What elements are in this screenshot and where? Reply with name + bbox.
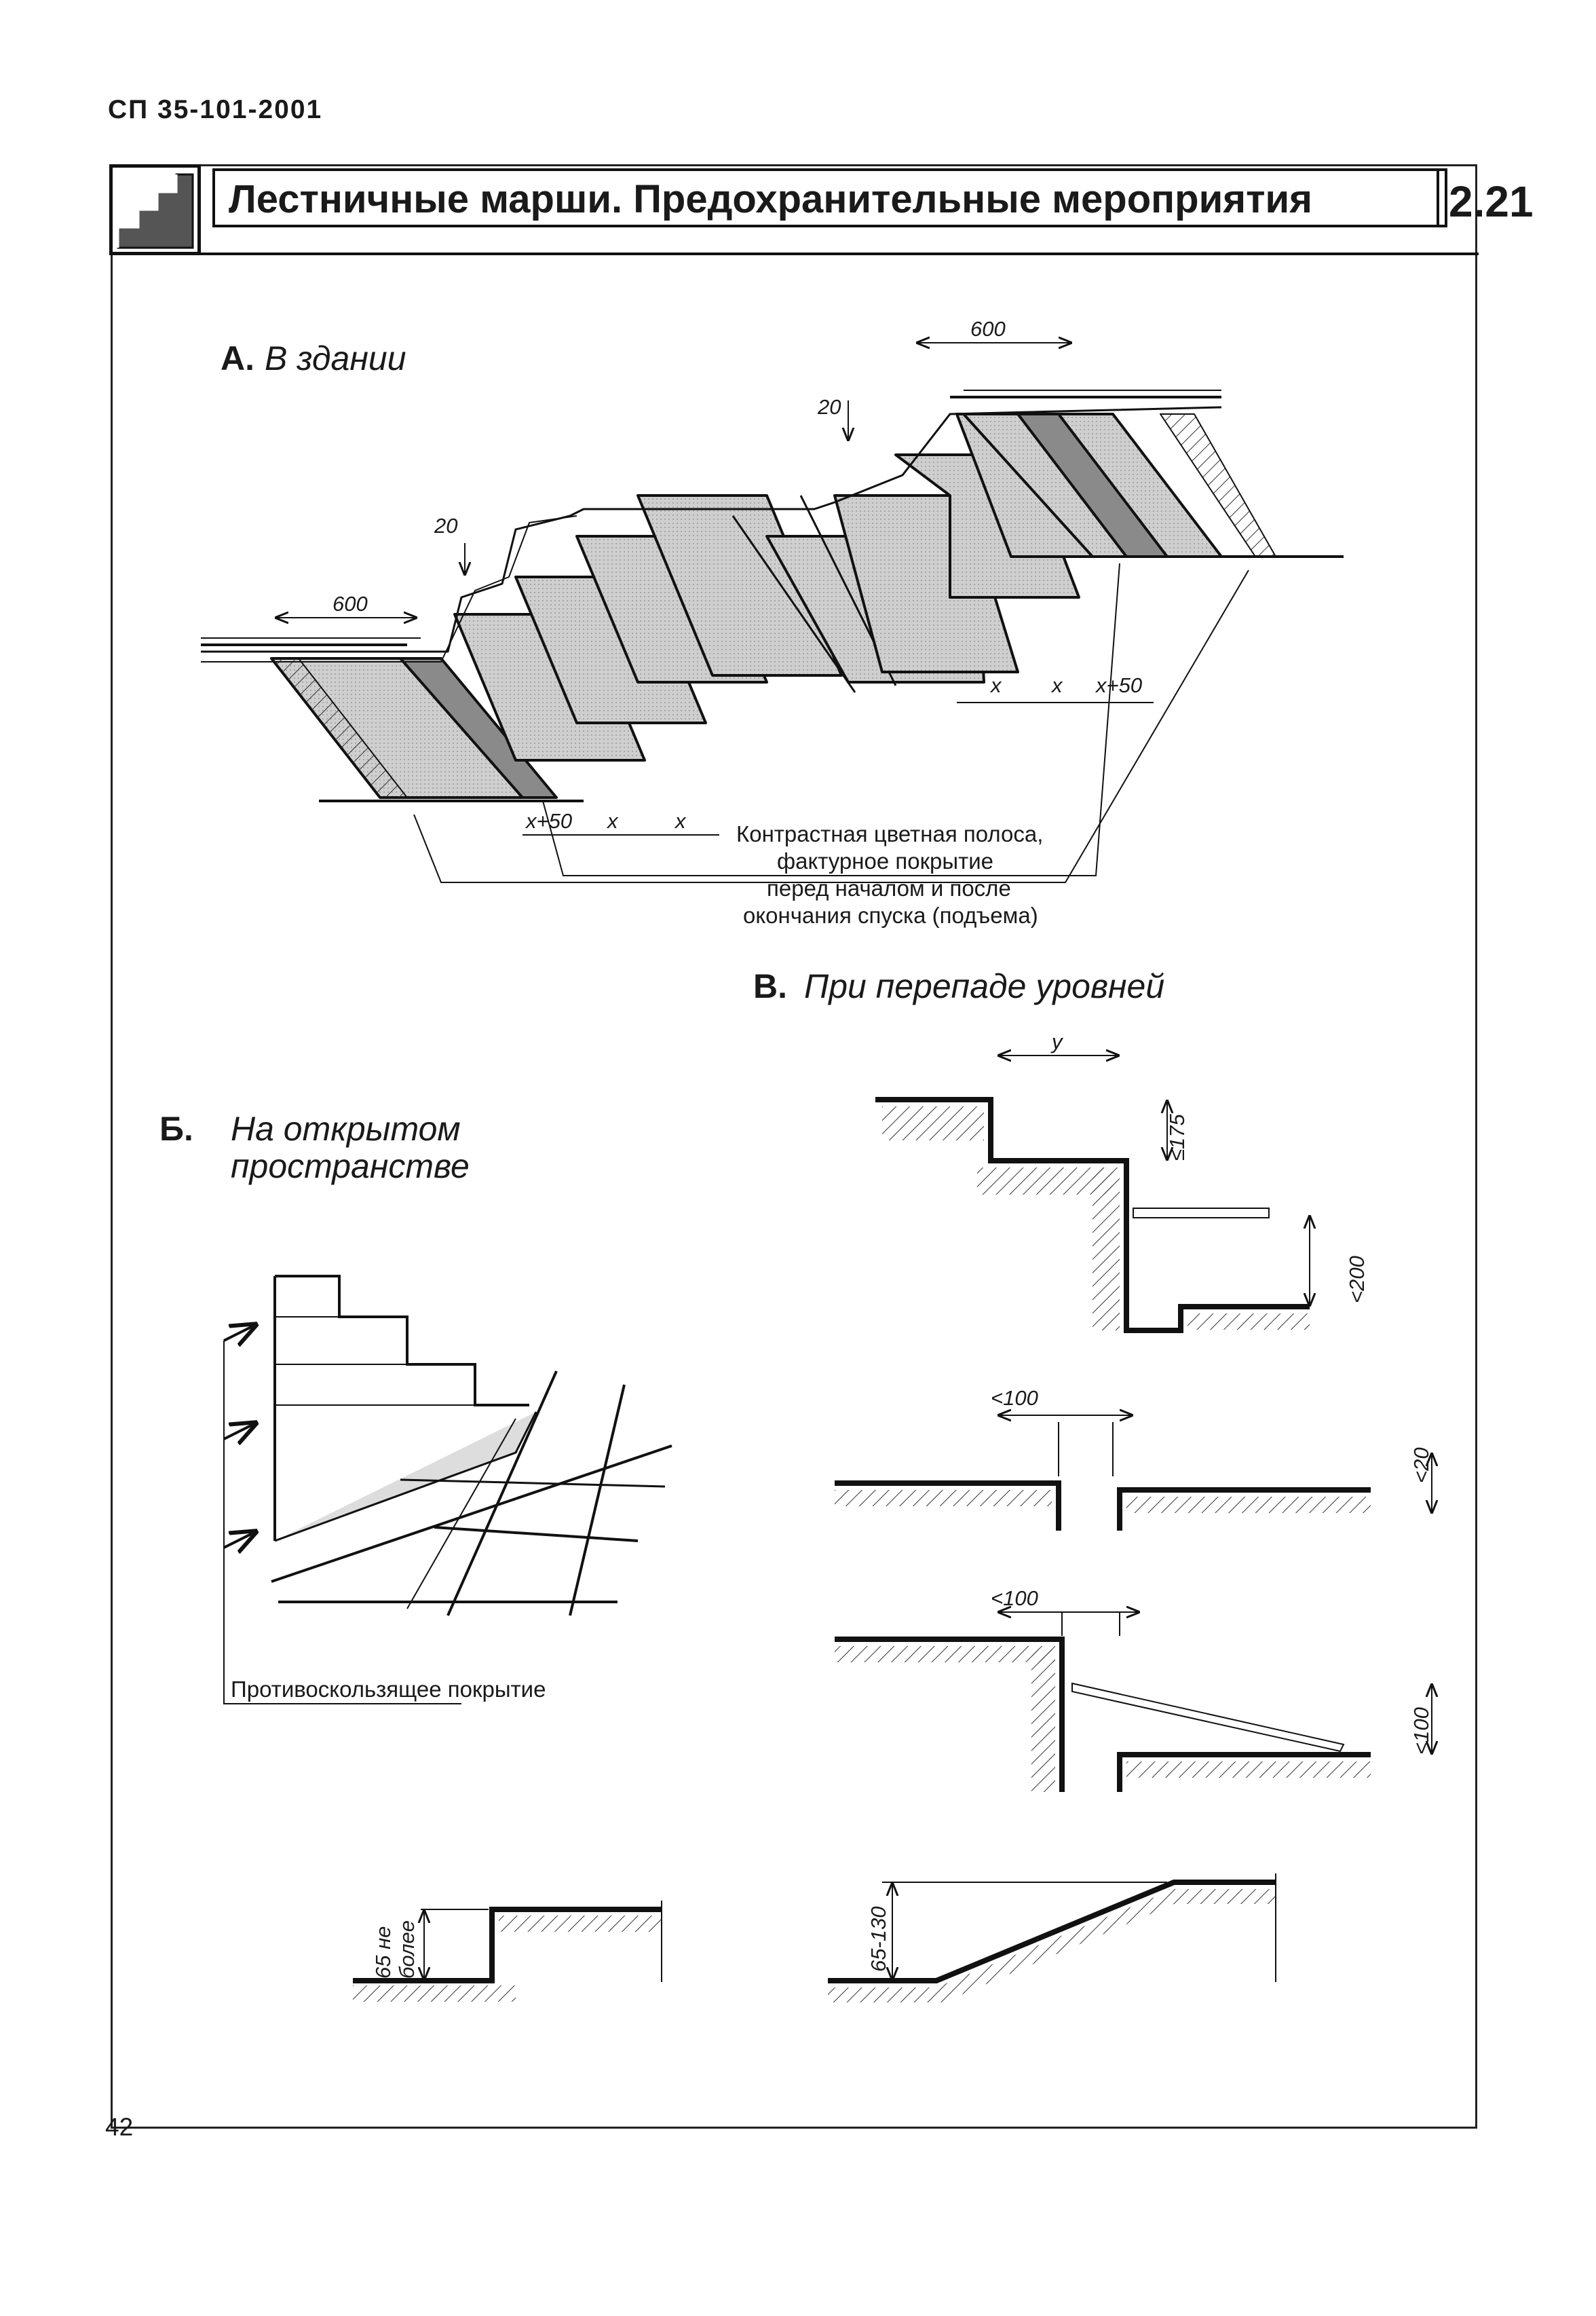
section-b-title: Б. На открытом пространстве bbox=[159, 1110, 470, 1185]
dim-x-lower-1: x bbox=[606, 809, 619, 833]
section-v-letter: В. bbox=[753, 967, 787, 1005]
section-a-dimensions bbox=[275, 343, 1249, 883]
section-b-letter: Б. bbox=[159, 1110, 193, 1148]
dim-200: <200 bbox=[1345, 1256, 1369, 1303]
section-a-caption: В здании bbox=[265, 339, 406, 377]
level-drop-step bbox=[875, 1056, 1310, 1333]
dim-65-max-2: более bbox=[395, 1920, 419, 1979]
section-b-caption-1: На открытом bbox=[231, 1110, 461, 1148]
dim-20-gap: <20 bbox=[1409, 1447, 1433, 1483]
dim-65-max-1: 65 не bbox=[371, 1926, 395, 1979]
dim-100-ramp: <100 bbox=[991, 1586, 1038, 1610]
dim-600-upper: 600 bbox=[970, 317, 1006, 341]
dim-100-gap: <100 bbox=[991, 1386, 1038, 1410]
dim-65-130: 65-130 bbox=[867, 1906, 890, 1972]
dim-100-vertical: <100 bbox=[1409, 1707, 1433, 1755]
page-title: Лестничные марши. Предохранительные меро… bbox=[229, 177, 1312, 221]
section-a-dimension-labels: 600 600 20 20 x+50 x x x x x+50 Контраст… bbox=[332, 317, 1142, 928]
title-block: Лестничные марши. Предохранительные меро… bbox=[109, 164, 1534, 255]
curb-profile bbox=[353, 1901, 662, 2002]
dim-x50-lower: x+50 bbox=[525, 809, 572, 833]
outdoor-stair bbox=[223, 1275, 672, 1704]
level-slope bbox=[828, 1873, 1276, 2002]
dim-175: ≤175 bbox=[1165, 1114, 1189, 1161]
level-drop-ramp bbox=[835, 1612, 1432, 1792]
drawing-frame bbox=[111, 164, 1477, 2129]
dim-600-lower: 600 bbox=[332, 592, 368, 616]
dim-x-upper-2: x bbox=[1050, 673, 1063, 697]
note-anti-slip: Противоскользящее покрытие bbox=[231, 1677, 546, 1702]
dim-x-upper-1: x bbox=[989, 673, 1002, 697]
title-box: Лестничные марши. Предохранительные меро… bbox=[212, 168, 1534, 227]
note-contrast-strip-4: окончания спуска (подъема) bbox=[743, 903, 1038, 928]
section-b-caption-2: пространстве bbox=[231, 1147, 470, 1185]
title-separator bbox=[1437, 171, 1439, 225]
document-code: СП 35-101-2001 bbox=[108, 95, 323, 124]
dim-x-lower-2: x bbox=[674, 809, 687, 833]
dim-y: y bbox=[1050, 1030, 1064, 1053]
dim-x50-upper: x+50 bbox=[1095, 673, 1142, 697]
level-gap bbox=[835, 1415, 1432, 1531]
sheet-number: 2.21 bbox=[1449, 177, 1534, 226]
title-underline bbox=[109, 253, 1479, 255]
section-v-title: В. При перепаде уровней bbox=[753, 967, 1164, 1005]
section-v-caption: При перепаде уровней bbox=[804, 967, 1164, 1005]
note-contrast-strip-2: фактурное покрытие bbox=[777, 848, 993, 874]
page-number: 42 bbox=[105, 2113, 134, 2141]
note-contrast-strip-3: перед началом и после bbox=[767, 876, 1011, 901]
dim-20-lower: 20 bbox=[434, 514, 457, 538]
section-a-title: А. В здании bbox=[221, 339, 406, 377]
stair-in-building bbox=[201, 390, 1344, 802]
note-contrast-strip-1: Контрастная цветная полоса, bbox=[736, 821, 1043, 846]
dim-20-upper: 20 bbox=[817, 395, 841, 419]
stairs-icon bbox=[109, 164, 201, 255]
section-a-letter: А. bbox=[221, 339, 254, 377]
